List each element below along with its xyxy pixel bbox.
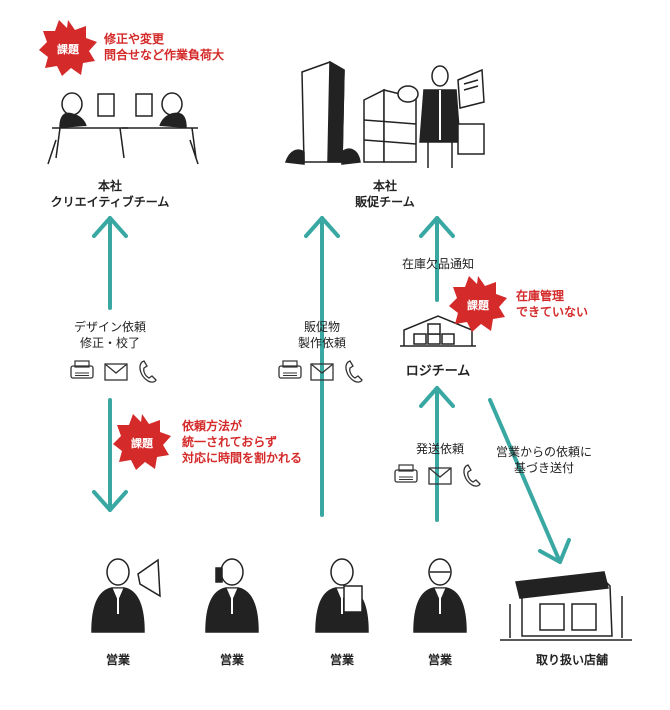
design-request-line-2: 修正・校了 xyxy=(79,336,140,350)
sign-board-icon xyxy=(457,68,485,155)
megaphone-icon xyxy=(137,558,161,598)
sales-label-4: 営業 xyxy=(427,653,452,667)
phone-icon xyxy=(139,360,157,383)
sales-label-3: 営業 xyxy=(329,653,354,667)
fax-icon xyxy=(278,360,302,379)
promo-request-line-2: 製作依頼 xyxy=(297,336,346,350)
arrow-logi-to-store xyxy=(488,398,562,564)
sales-label-1: 営業 xyxy=(105,653,130,667)
sales-person-2 xyxy=(205,558,259,633)
promo-team-line-2: 販促チーム xyxy=(355,195,415,209)
clipboard-icon xyxy=(343,585,363,613)
issue-badge-1: 課題 xyxy=(57,43,79,56)
arrow-sales-to-logi-head xyxy=(419,386,455,408)
fax-icon xyxy=(70,360,94,379)
issue-3-line-3: 対応に時間を割かれる xyxy=(182,451,303,465)
arrow-logi-to-store-head xyxy=(538,538,571,564)
warehouse-icon xyxy=(400,315,476,347)
sales-person-1 xyxy=(91,558,161,633)
phone-icon xyxy=(463,464,481,487)
sales-person-4 xyxy=(413,558,467,633)
issue-badge-2: 課題 xyxy=(467,299,489,312)
promo-team-line-1: 本社 xyxy=(372,179,397,193)
arrows xyxy=(92,216,571,564)
sales-person-3 xyxy=(315,558,369,633)
store-label: 取り扱い店舗 xyxy=(535,653,608,667)
promo-man-icon xyxy=(419,65,461,168)
promo-request-label: 販促物 製作依頼 xyxy=(282,319,362,351)
issue-2-line-2: できていない xyxy=(516,305,589,319)
mail-icon xyxy=(428,467,452,485)
shipping-request-label: 発送依頼 xyxy=(415,442,464,456)
issue-text-2: 在庫管理 できていない xyxy=(516,288,588,320)
stock-notice-label: 在庫欠品通知 xyxy=(401,257,474,271)
design-request-line-1: デザイン依頼 xyxy=(73,320,146,334)
arrow-to-promo-head xyxy=(304,216,340,238)
arrow-to-creative-head xyxy=(92,216,128,238)
creative-team-line-2: クリエイティブチーム xyxy=(50,195,170,209)
logi-team-label: ロジチーム xyxy=(405,364,471,379)
mail-icon xyxy=(104,363,128,381)
shelf-icon xyxy=(363,88,417,163)
issue-3-line-2: 統一されておらず xyxy=(182,435,278,449)
issue-1-line-1: 修正や変更 xyxy=(104,32,165,46)
creative-team-label: 本社 クリエイティブチーム xyxy=(50,178,170,210)
issue-1-line-2: 問合せなど作業負荷大 xyxy=(104,48,225,62)
promo-team-label: 本社 販促チーム xyxy=(330,178,440,210)
store-shipping-label: 営業からの依頼に 基づき送付 xyxy=(484,444,604,476)
issue-2-line-1: 在庫管理 xyxy=(516,289,565,303)
creative-team-illustration xyxy=(47,92,199,165)
issue-text-1: 修正や変更 問合せなど作業負荷大 xyxy=(104,31,224,63)
comm-icons-design xyxy=(70,360,157,383)
promo-team-illustration xyxy=(284,60,485,168)
store-shipping-line-1: 営業からの依頼に xyxy=(495,445,592,459)
phone-handset-icon xyxy=(215,567,223,583)
creative-team-line-1: 本社 xyxy=(97,179,122,193)
sales-label-2: 営業 xyxy=(219,653,244,667)
issue-badge-3: 課題 xyxy=(131,437,153,450)
store-icon xyxy=(500,571,632,641)
issue-3-line-1: 依頼方法が xyxy=(182,419,243,433)
fax-icon xyxy=(394,464,418,483)
issue-text-3: 依頼方法が 統一されておらず 対応に時間を割かれる xyxy=(182,418,302,466)
phone-icon xyxy=(345,360,363,383)
design-request-label: デザイン依頼 修正・校了 xyxy=(56,319,164,351)
arrow-logi-to-promo-head xyxy=(419,216,455,238)
arrow-from-creative-head xyxy=(92,490,128,512)
promo-request-line-1: 販促物 xyxy=(303,320,340,334)
store-shipping-line-2: 基づき送付 xyxy=(513,461,574,475)
